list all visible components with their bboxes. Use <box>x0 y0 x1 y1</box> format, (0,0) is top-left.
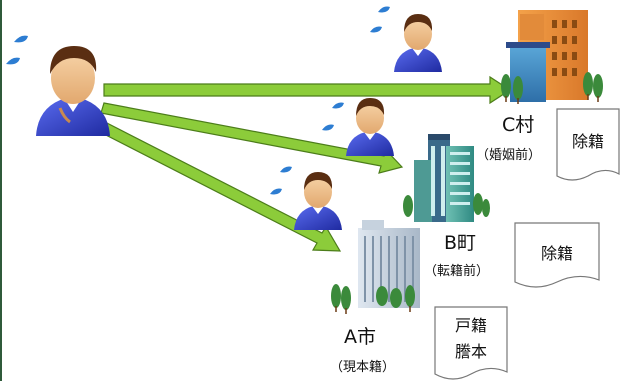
sweat-drop-icon <box>6 35 28 65</box>
sweat-drop-icon <box>370 6 390 33</box>
c-doc-line1: 除籍 <box>571 132 604 151</box>
c-village-building-icon <box>501 10 603 104</box>
left-border <box>0 0 2 381</box>
a-city-building-icon <box>331 220 420 314</box>
document-icon <box>556 108 620 181</box>
c-village-name: C村 <box>502 114 535 136</box>
arrow-to-c-village <box>103 75 512 105</box>
arrow-to-a-city <box>97 120 342 252</box>
b-doc-line1: 除籍 <box>540 244 573 263</box>
c-village-note: （婚姻前） <box>476 148 542 163</box>
sweat-drop-icon <box>322 102 344 131</box>
a-doc-line2: 謄本 <box>454 342 487 361</box>
b-town-note: （転籍前） <box>424 264 490 279</box>
a-city-document: 戸籍 謄本 <box>434 306 508 381</box>
sweat-drop-icon <box>270 166 292 195</box>
requester-person-icon <box>36 46 110 136</box>
clerk-person-icon <box>294 172 342 230</box>
clerk-person-icon <box>346 98 394 156</box>
document-icon <box>514 222 600 288</box>
b-town-building-icon <box>403 134 490 222</box>
b-town-name: B町 <box>444 232 477 254</box>
a-city-note: （現本籍） <box>330 360 396 375</box>
a-city-name: A市 <box>344 326 376 348</box>
a-doc-line1: 戸籍 <box>454 316 487 335</box>
document-icon <box>434 306 508 380</box>
b-town-document: 除籍 <box>514 222 600 290</box>
clerk-person-icon <box>394 14 442 72</box>
c-village-document: 除籍 <box>556 108 620 182</box>
